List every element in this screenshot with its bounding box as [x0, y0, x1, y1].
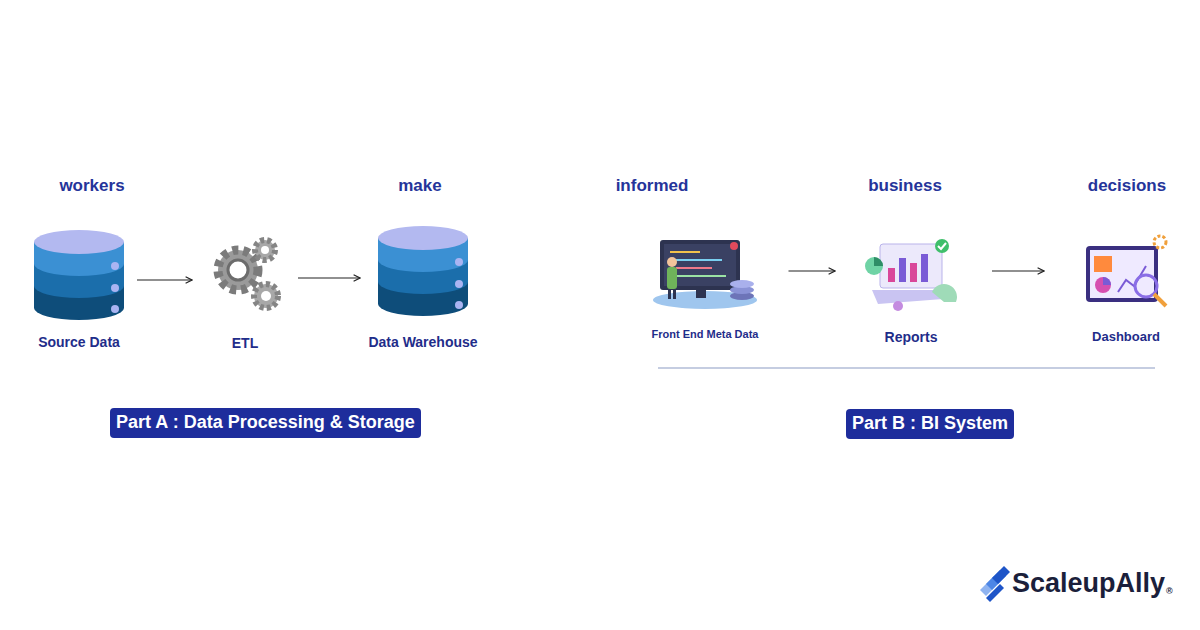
part-badge: Part B : BI System: [846, 409, 1014, 439]
badge-text: Part A : Data Processing & Storage: [116, 412, 415, 433]
caption-word: workers: [59, 176, 124, 196]
node-label: Data Warehouse: [364, 334, 482, 350]
node-label: Source Data: [33, 334, 125, 350]
gears-icon: [218, 240, 278, 308]
badge-text: Part B : BI System: [852, 413, 1008, 434]
caption-word: decisions: [1088, 176, 1166, 196]
database-icon: [34, 230, 124, 320]
node-label: ETL: [209, 335, 281, 351]
logo-mark-symbol: ®: [1166, 586, 1173, 596]
caption-word: make: [398, 176, 441, 196]
divider-line: [658, 367, 1155, 368]
flow-arrow: [789, 270, 836, 271]
part-badge: Part A : Data Processing & Storage: [110, 408, 421, 438]
caption-word: business: [868, 176, 942, 196]
reports-node: Reports: [866, 236, 956, 347]
flow-arrow: [298, 277, 360, 278]
metadata-node: Front End Meta Data: [648, 236, 763, 342]
logo-mark: [980, 566, 1010, 602]
dashboard-icon: [1086, 236, 1166, 306]
node-label: Front End Meta Data: [648, 328, 763, 340]
metadata-icon: [653, 240, 757, 309]
warehouse-node: Data Warehouse: [364, 224, 482, 352]
dashboard-node: Dashboard: [1080, 232, 1172, 346]
reports-icon: [865, 239, 957, 311]
node-label: Dashboard: [1080, 329, 1172, 344]
logo-text: ScaleupAlly: [1012, 568, 1165, 599]
flow-arrow: [137, 279, 192, 280]
caption-word: informed: [616, 176, 689, 196]
flow-arrow: [992, 270, 1044, 271]
node-label: Reports: [866, 329, 956, 345]
database-icon: [378, 226, 468, 316]
etl-node: ETL: [209, 234, 281, 353]
source-node: Source Data: [33, 228, 125, 352]
